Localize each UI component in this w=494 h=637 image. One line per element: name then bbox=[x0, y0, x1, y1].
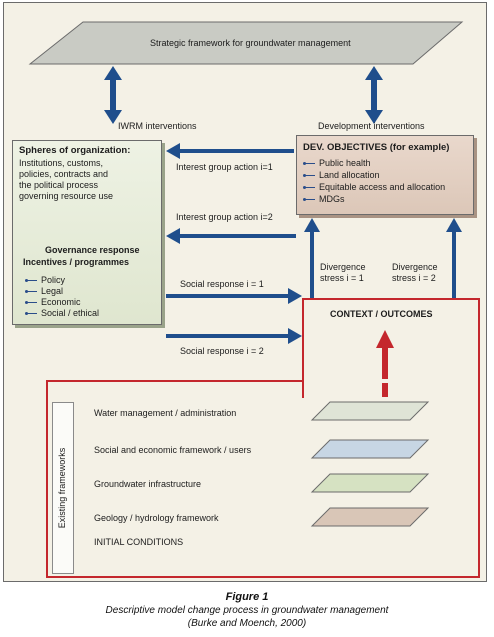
layer-plane-geology-hydrology bbox=[310, 507, 430, 527]
governance-response-title: Governance response bbox=[45, 245, 140, 255]
bullet-arrow-icon bbox=[25, 290, 37, 294]
figure-caption-title: Figure 1 bbox=[225, 591, 269, 603]
social-response-1-label: Social response i = 1 bbox=[180, 279, 264, 289]
layer-label-water-management: Water management / administration bbox=[94, 408, 237, 418]
bullet-arrow-icon bbox=[25, 312, 37, 316]
red-up-arrow bbox=[376, 330, 394, 397]
bullet-arrow-icon bbox=[303, 162, 315, 166]
interest-group-action-2-label: Interest group action i=2 bbox=[176, 212, 273, 222]
strategic-framework-plane bbox=[28, 21, 464, 65]
governance-item-social-ethical: Social / ethical bbox=[25, 308, 99, 319]
dev-item-land-allocation: Land allocation bbox=[303, 170, 380, 181]
bullet-arrow-icon bbox=[25, 301, 37, 305]
spheres-body-line-4: governing resource use bbox=[19, 191, 114, 201]
figure-caption-line-2: (Burke and Moench, 2000) bbox=[187, 618, 307, 629]
spheres-body-line-3: the political process bbox=[19, 180, 99, 190]
existing-frameworks-tab bbox=[52, 402, 74, 574]
interest-arrow-1 bbox=[166, 143, 294, 159]
double-arrow-right bbox=[365, 66, 383, 124]
strategic-framework-label: Strategic framework for groundwater mana… bbox=[150, 38, 351, 48]
dev-objectives-title: DEV. OBJECTIVES (for example) bbox=[303, 142, 450, 153]
bullet-arrow-icon bbox=[303, 174, 315, 178]
frame-join bbox=[304, 379, 478, 383]
dev-item-public-health: Public health bbox=[303, 158, 371, 169]
social-arrow-1 bbox=[166, 288, 302, 304]
governance-item-economic: Economic bbox=[25, 297, 81, 308]
social-arrow-2 bbox=[166, 328, 302, 344]
divergence-stress-1-label-a: Divergence bbox=[320, 262, 366, 272]
interest-group-action-1-label: Interest group action i=1 bbox=[176, 162, 273, 172]
divergence-stress-2-label-a: Divergence bbox=[392, 262, 438, 272]
initial-conditions-label: INITIAL CONDITIONS bbox=[94, 537, 184, 547]
spheres-title: Spheres of organization: bbox=[19, 145, 131, 156]
spheres-of-organization-box: Spheres of organization: Institutions, c… bbox=[12, 140, 162, 325]
governance-response-subtitle: Incentives / programmes bbox=[23, 257, 130, 267]
initial-conditions-frame bbox=[46, 380, 480, 578]
governance-item-policy: Policy bbox=[25, 275, 65, 286]
iwrm-interventions-label: IWRM interventions bbox=[118, 121, 197, 131]
divergence-arrow-1 bbox=[304, 218, 320, 300]
bullet-arrow-icon bbox=[303, 198, 315, 202]
layer-plane-water-management bbox=[310, 401, 430, 421]
development-interventions-label: Development interventions bbox=[318, 121, 425, 131]
double-arrow-left bbox=[104, 66, 122, 124]
bullet-arrow-icon bbox=[303, 186, 315, 190]
divergence-arrow-2 bbox=[446, 218, 462, 300]
social-response-2-label: Social response i = 2 bbox=[180, 346, 264, 356]
layer-label-social-economic: Social and economic framework / users bbox=[94, 445, 252, 455]
layer-label-groundwater-infrastructure: Groundwater infrastructure bbox=[94, 479, 202, 489]
spheres-body-line-1: Institutions, customs, bbox=[19, 158, 104, 168]
context-outcomes-title: CONTEXT / OUTCOMES bbox=[330, 309, 433, 319]
dev-objectives-box: DEV. OBJECTIVES (for example) Public hea… bbox=[296, 135, 474, 215]
figure-caption-line-1: Descriptive model change process in grou… bbox=[105, 605, 389, 616]
layer-plane-groundwater-infrastructure bbox=[310, 473, 430, 493]
divergence-stress-2-label-b: stress i = 2 bbox=[392, 273, 436, 283]
context-outcomes-frame bbox=[302, 298, 480, 398]
interest-arrow-2 bbox=[166, 228, 296, 244]
dev-item-equitable-access: Equitable access and allocation bbox=[303, 182, 445, 193]
spheres-body-line-2: policies, contracts and bbox=[19, 169, 109, 179]
layer-plane-social-economic bbox=[310, 439, 430, 459]
governance-item-legal: Legal bbox=[25, 286, 63, 297]
bullet-arrow-icon bbox=[25, 279, 37, 283]
divergence-stress-1-label-b: stress i = 1 bbox=[320, 273, 364, 283]
existing-frameworks-label: Existing frameworks bbox=[57, 447, 67, 529]
layer-label-geology-hydrology: Geology / hydrology framework bbox=[94, 513, 219, 523]
dev-item-mdgs: MDGs bbox=[303, 194, 345, 205]
